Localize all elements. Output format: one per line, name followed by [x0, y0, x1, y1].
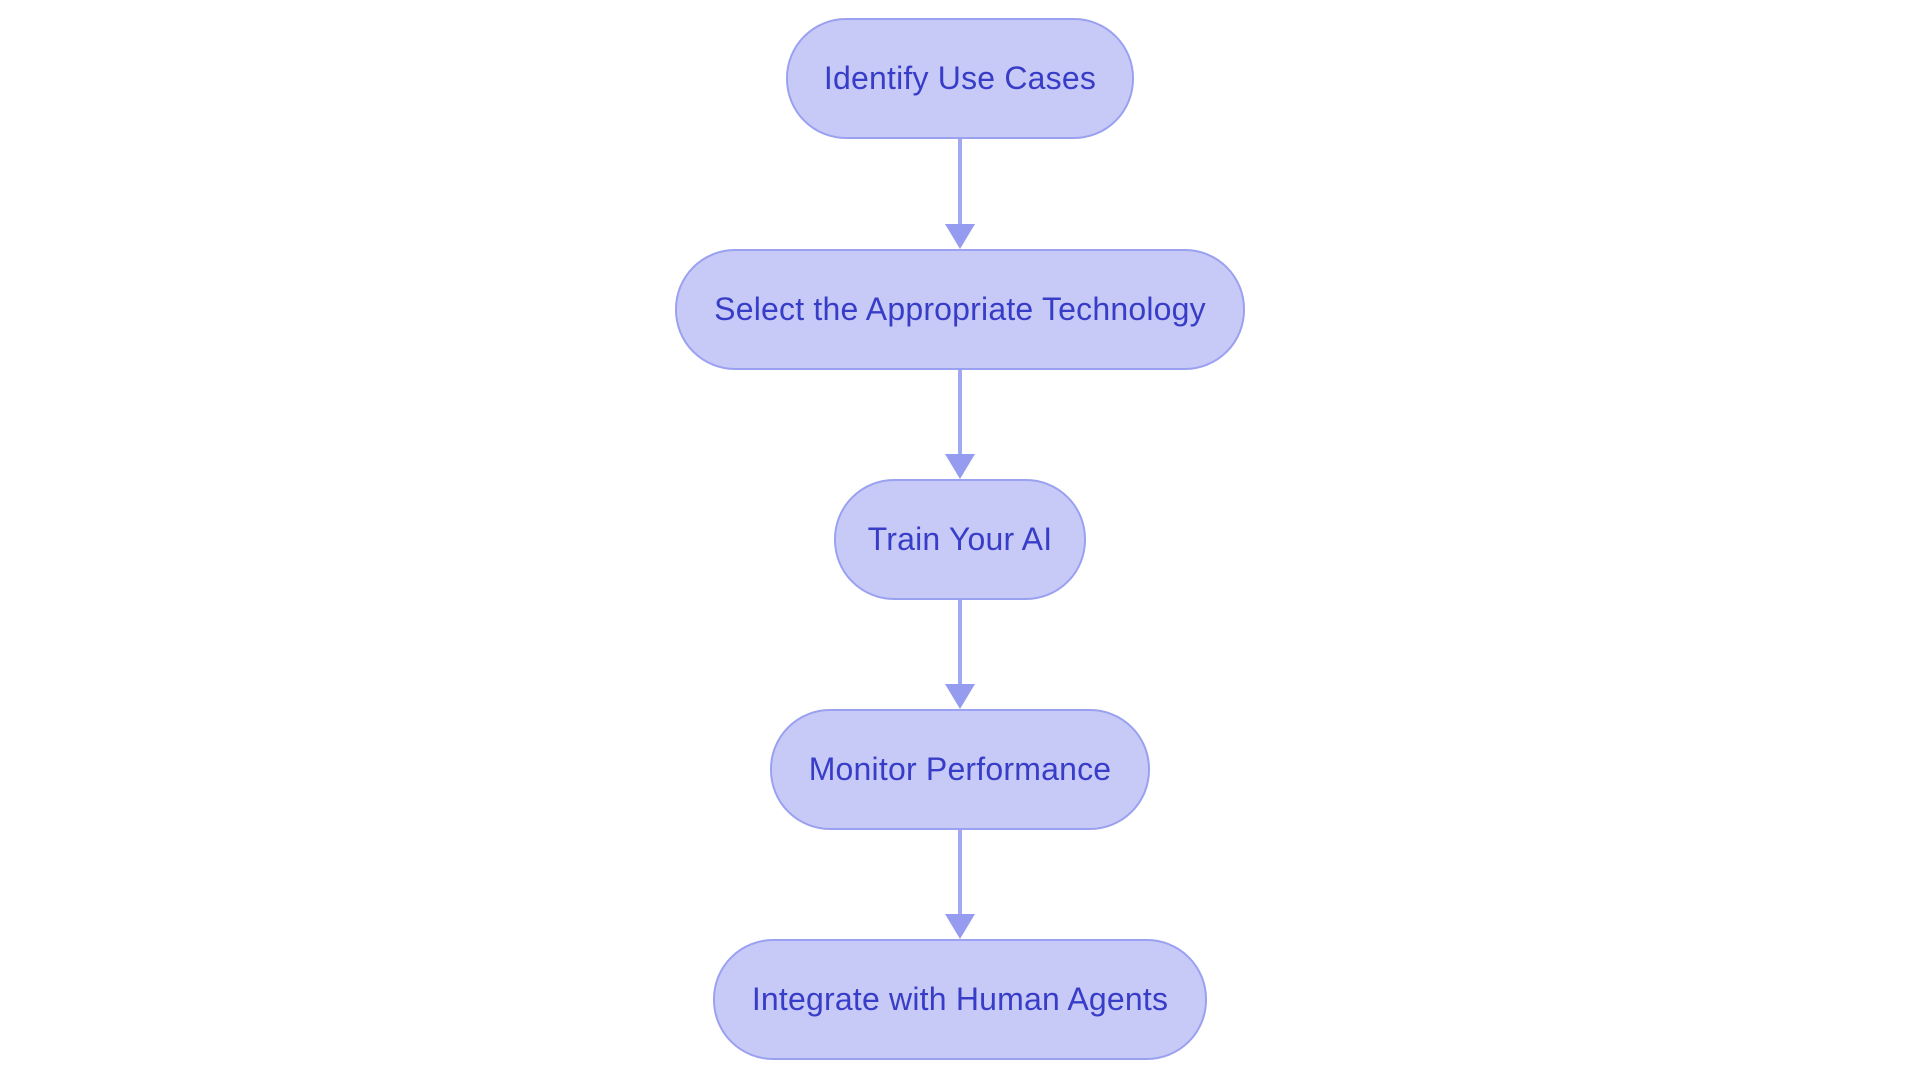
flow-arrow-4	[945, 830, 975, 939]
flow-node-label: Integrate with Human Agents	[751, 981, 1169, 1017]
flow-node-train-ai: Train Your AI	[834, 479, 1086, 600]
flow-node-label: Select the Appropriate Technology	[714, 291, 1206, 327]
flow-node-label: Identify Use Cases	[823, 60, 1097, 96]
flow-node-integrate-human-agents: Integrate with Human Agents	[713, 939, 1207, 1060]
flow-node-monitor-performance: Monitor Performance	[770, 709, 1150, 830]
flow-arrow-3	[945, 600, 975, 709]
arrow-down-icon	[945, 684, 975, 709]
arrow-down-icon	[945, 914, 975, 939]
arrow-shaft	[957, 139, 963, 224]
flow-node-select-technology: Select the Appropriate Technology	[675, 249, 1245, 370]
flow-arrow-1	[945, 139, 975, 249]
flow-node-identify-use-cases: Identify Use Cases	[786, 18, 1134, 139]
flow-arrow-2	[945, 370, 975, 479]
flow-node-label: Monitor Performance	[808, 751, 1112, 787]
arrow-down-icon	[945, 224, 975, 249]
arrow-down-icon	[945, 454, 975, 479]
arrow-shaft	[957, 370, 963, 454]
arrow-shaft	[957, 830, 963, 914]
flow-node-label: Train Your AI	[867, 521, 1053, 557]
arrow-shaft	[957, 600, 963, 684]
